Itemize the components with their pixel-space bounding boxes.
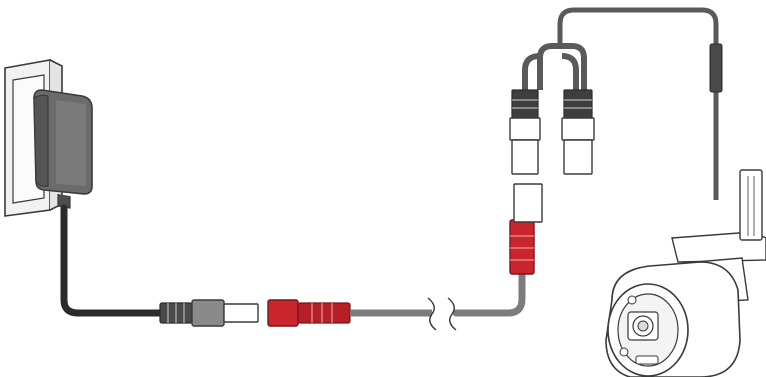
- camera-power-split-cable: [509, 7, 723, 200]
- power-adapter: [33, 89, 93, 209]
- barrel-connector-red-vertical: [509, 183, 543, 275]
- adapter-cable: [60, 204, 172, 317]
- barrel-connector-female-red: [267, 299, 351, 327]
- extension-cable: [350, 268, 526, 331]
- security-camera: [605, 169, 766, 377]
- barrel-connector-male: [159, 299, 259, 327]
